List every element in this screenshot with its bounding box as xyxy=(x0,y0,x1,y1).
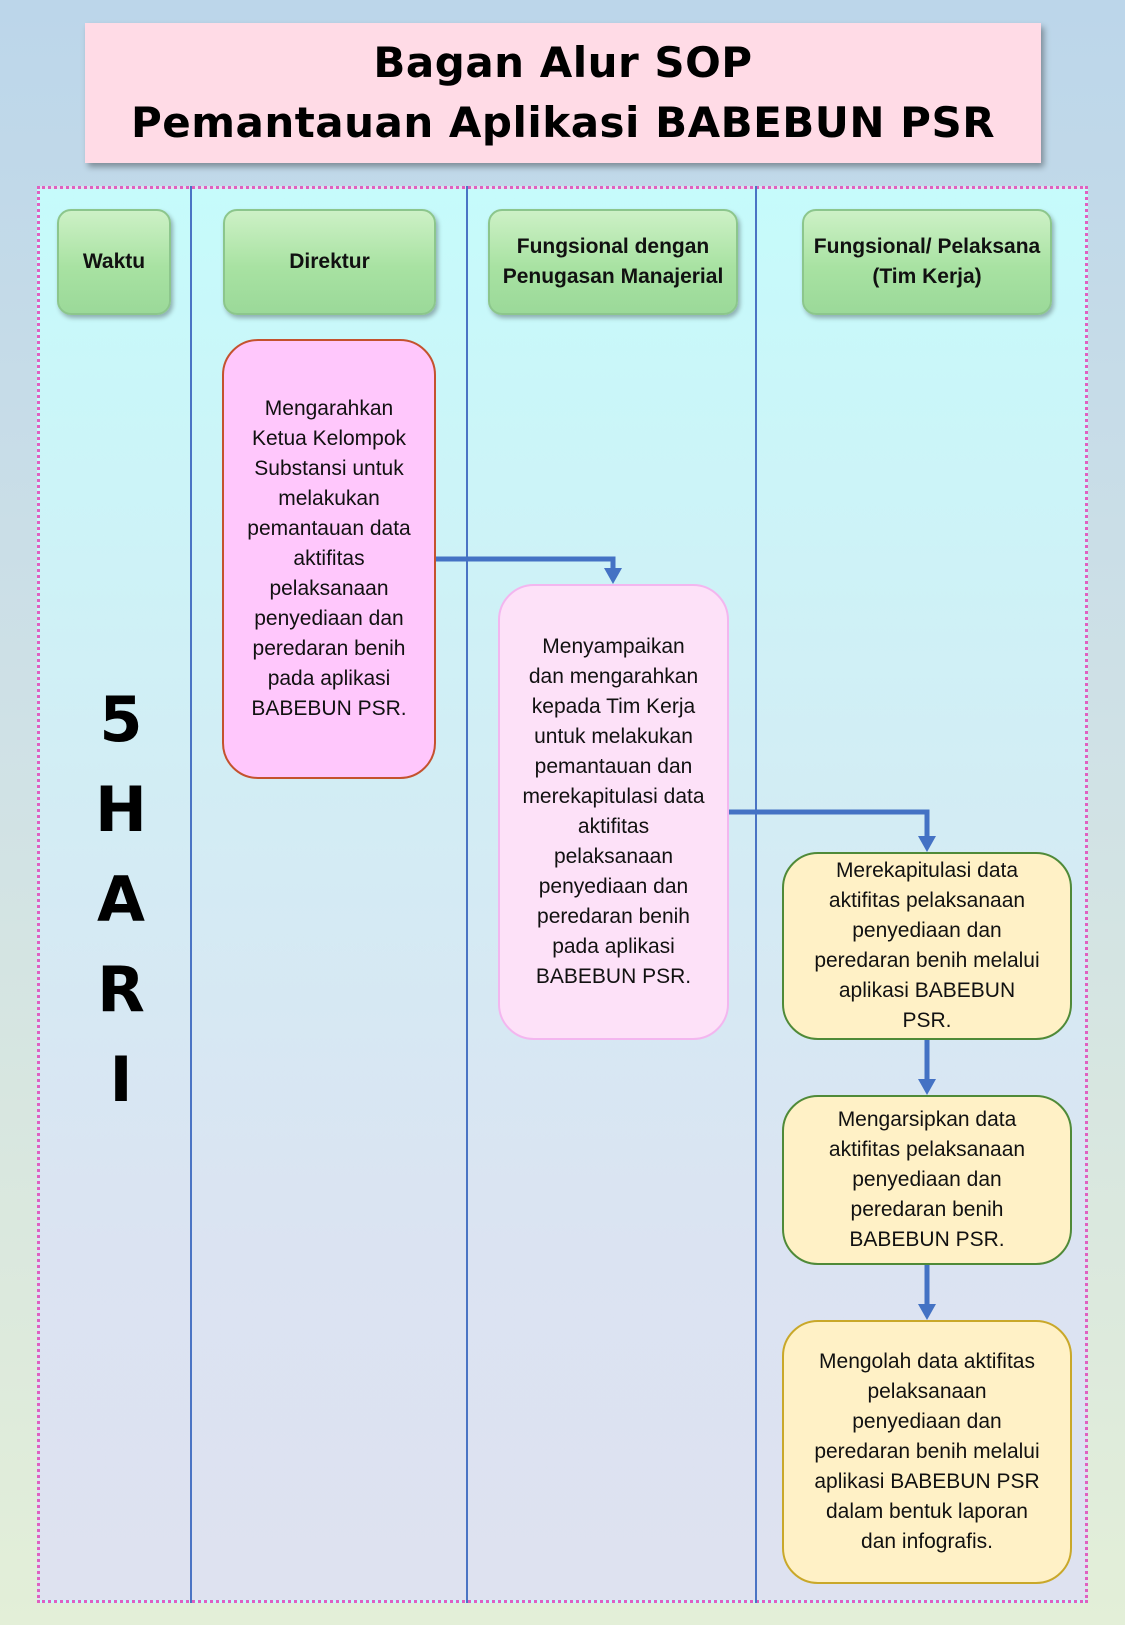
arrowhead xyxy=(918,1079,936,1095)
time-letter: I xyxy=(109,1043,133,1116)
lane-header-fungsional-manajerial: Fungsional dengan Penugasan Manajerial xyxy=(488,209,738,315)
step-box-olah: Mengolah data aktifitas pelaksanaan peny… xyxy=(782,1320,1072,1584)
time-letter: 5 xyxy=(99,683,143,756)
time-letter: R xyxy=(97,953,145,1026)
lane-header-direktur: Direktur xyxy=(223,209,436,315)
arrowhead xyxy=(604,568,622,584)
step-box-manajerial: Menyampaikan dan mengarahkan kepada Tim … xyxy=(498,584,729,1040)
arrowhead xyxy=(918,1304,936,1320)
step-text: Menyampaikan dan mengarahkan kepada Tim … xyxy=(522,635,705,988)
lane-header-waktu: Waktu xyxy=(57,209,171,315)
lane-divider xyxy=(755,186,757,1603)
arrowhead xyxy=(918,836,936,852)
time-duration: 5 H A R I xyxy=(60,675,182,1125)
title-line-1: Bagan Alur SOP xyxy=(373,38,753,87)
step-box-arsip: Mengarsipkan data aktifitas pelaksanaan … xyxy=(782,1095,1072,1265)
title-line-2: Pemantauan Aplikasi BABEBUN PSR xyxy=(130,98,996,147)
lane-divider xyxy=(190,186,192,1603)
lane-header-fungsional-pelaksana: Fungsional/ Pelaksana (Tim Kerja) xyxy=(802,209,1052,315)
step-box-direktur: Mengarahkan Ketua Kelompok Substansi unt… xyxy=(222,339,436,779)
step-text: Mengarsipkan data aktifitas pelaksanaan … xyxy=(828,1108,1026,1251)
flow-arrow xyxy=(729,809,930,840)
flow-arrow xyxy=(436,556,616,572)
step-box-rekapitulasi: Merekapitulasi data aktifitas pelaksanaa… xyxy=(782,852,1072,1040)
time-letter: H xyxy=(95,773,147,846)
step-text: Mengolah data aktifitas pelaksanaan peny… xyxy=(814,1350,1040,1553)
step-text: Merekapitulasi data aktifitas pelaksanaa… xyxy=(814,859,1040,1032)
title-box: Bagan Alur SOP Pemantauan Aplikasi BABEB… xyxy=(85,23,1041,163)
lane-divider xyxy=(466,186,468,1603)
step-text: Mengarahkan Ketua Kelompok Substansi unt… xyxy=(247,397,411,720)
time-letter: A xyxy=(97,863,145,936)
